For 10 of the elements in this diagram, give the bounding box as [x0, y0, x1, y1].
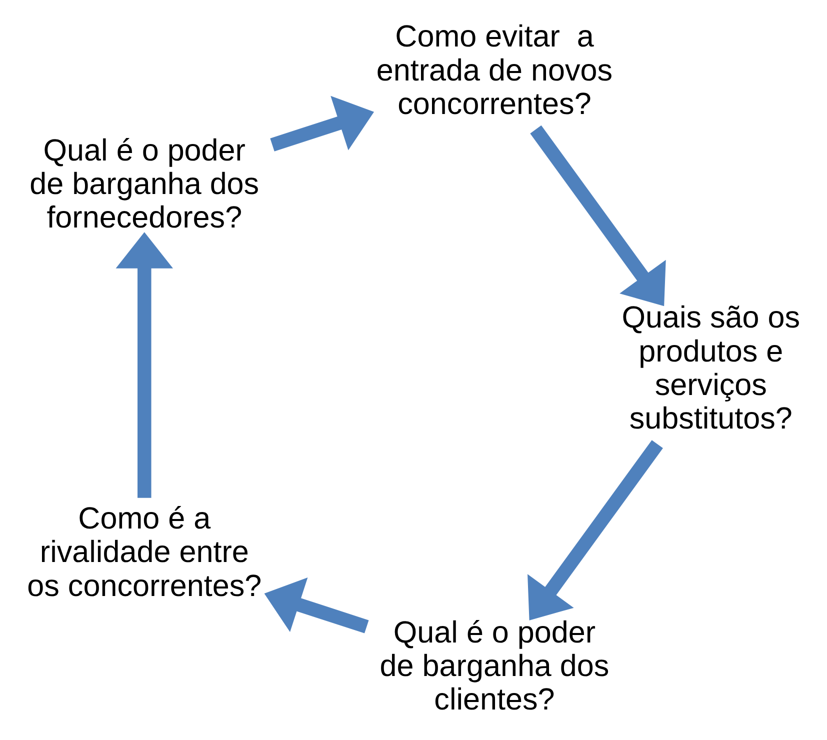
node-text: Qual é o poder de barganha dos fornecedores? [30, 132, 260, 234]
arrow [530, 124, 666, 306]
node-text: Como evitar a entrada de novos concorrentes? [376, 19, 613, 120]
node-text: Como é a rivalidade entre os concorrentes? [27, 501, 262, 602]
node-text: Qual é o poder de barganha dos clientes? [380, 614, 610, 716]
arrow [528, 440, 663, 620]
node-text: Quais são os produtos e serviços substitutos? [622, 300, 800, 436]
arrow [270, 95, 374, 151]
arrow [264, 577, 369, 633]
arrow [116, 232, 174, 498]
